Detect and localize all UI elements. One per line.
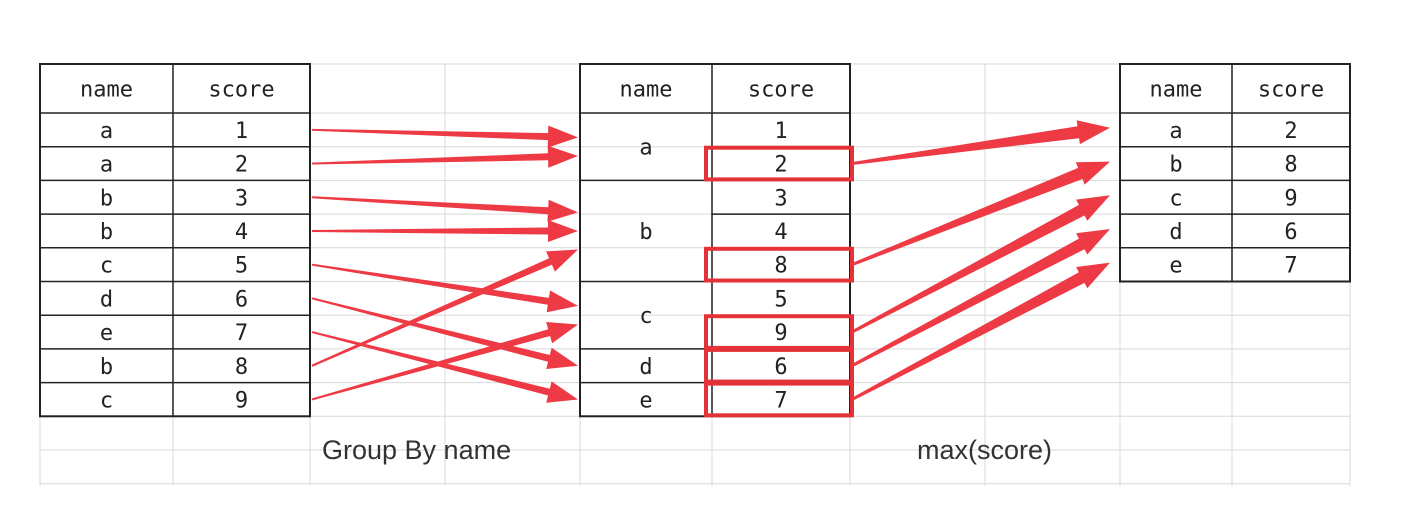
captions: Group By name max(score) (322, 435, 1052, 465)
source-table-cell-score: 8 (235, 355, 248, 380)
source-table-border (39, 63, 311, 418)
group-arrow (311, 196, 578, 222)
group-arrow (311, 249, 578, 367)
result-table: name score a 2 b 8 c 9 d 6 e 7 (1119, 63, 1351, 283)
max-highlight-box (704, 381, 854, 418)
result-table-cell-name: d (1169, 220, 1182, 245)
grouped-table: name score a 1 2 b 3 4 8 c 5 9 d 6 e 7 (579, 63, 851, 418)
group-arrow (312, 125, 578, 148)
source-table-cell-name: d (100, 287, 113, 312)
group-arrow (312, 220, 578, 242)
group-by-caption: Group By name (322, 435, 511, 465)
result-table-cell-score: 9 (1284, 186, 1297, 211)
grouped-table-cell-score: 9 (774, 321, 787, 346)
result-table-cell-name: a (1169, 119, 1182, 144)
result-table-cell-score: 2 (1284, 119, 1297, 144)
grouped-table-group-name: a (639, 136, 652, 161)
arrows (311, 120, 1110, 403)
grouped-table-header-score: score (748, 78, 814, 103)
source-table-cell-name: b (100, 220, 113, 245)
source-table-cell-score: 2 (235, 153, 248, 178)
grouped-table-group-name: c (639, 304, 652, 329)
grouped-table-group-name: d (639, 355, 652, 380)
source-table-cell-score: 6 (235, 287, 248, 312)
source-table-header-name: name (80, 78, 133, 103)
grouped-table-cell-score: 4 (774, 220, 787, 245)
result-table-header-name: name (1150, 78, 1203, 103)
aggregate-arrow (851, 195, 1110, 334)
aggregate-caption: max(score) (917, 435, 1052, 465)
grouped-table-cell-score: 5 (774, 287, 787, 312)
source-table-cell-score: 1 (235, 119, 248, 144)
group-arrow (312, 145, 578, 168)
aggregate-arrow (851, 229, 1110, 368)
source-table-cell-name: c (100, 388, 113, 413)
aggregate-arrow (851, 262, 1110, 401)
result-table-header-score: score (1258, 78, 1324, 103)
source-table-cell-name: b (100, 355, 113, 380)
group-arrow (311, 322, 578, 401)
source-table-cell-score: 4 (235, 220, 248, 245)
source-table-cell-name: c (100, 254, 113, 279)
tables: name score a 1 a 2 b 3 b 4 c 5 d 6 e 7 b 8 c 9 name score a 2 b 8… (39, 63, 1351, 418)
grouped-table-cell-score: 7 (774, 388, 787, 413)
source-table-header-score: score (208, 78, 274, 103)
grouped-table-cell-score: 8 (774, 254, 787, 279)
result-table-cell-name: e (1169, 254, 1182, 279)
grouped-table-border (579, 63, 851, 418)
grouped-table-cell-score: 3 (774, 186, 787, 211)
group-arrow (311, 263, 578, 313)
result-table-cell-score: 6 (1284, 220, 1297, 245)
result-table-cell-score: 8 (1284, 153, 1297, 178)
source-table-cell-name: a (100, 153, 113, 178)
result-table-cell-score: 7 (1284, 254, 1297, 279)
grouped-table-group-name: e (639, 388, 652, 413)
source-table-cell-name: e (100, 321, 113, 346)
group-arrow (311, 297, 578, 369)
aggregate-arrow (851, 120, 1110, 165)
grouped-table-cell-score: 2 (774, 153, 787, 178)
aggregate-arrow (851, 161, 1110, 266)
grouped-table-group-name: b (639, 220, 652, 245)
source-table-cell-score: 9 (235, 388, 248, 413)
result-table-cell-name: c (1169, 186, 1182, 211)
source-table: name score a 1 a 2 b 3 b 4 c 5 d 6 e 7 b 8 c 9 (39, 63, 311, 418)
max-highlights (704, 145, 854, 418)
source-table-cell-score: 5 (235, 254, 248, 279)
grouped-table-cell-score: 1 (774, 119, 787, 144)
result-table-cell-name: b (1169, 153, 1182, 178)
result-table-border (1119, 63, 1351, 283)
source-table-cell-name: a (100, 119, 113, 144)
grouped-table-header-name: name (620, 78, 673, 103)
grouped-table-cell-score: 6 (774, 355, 787, 380)
group-arrow (311, 331, 578, 403)
source-table-cell-score: 7 (235, 321, 248, 346)
source-table-cell-score: 3 (235, 186, 248, 211)
source-table-cell-name: b (100, 186, 113, 211)
